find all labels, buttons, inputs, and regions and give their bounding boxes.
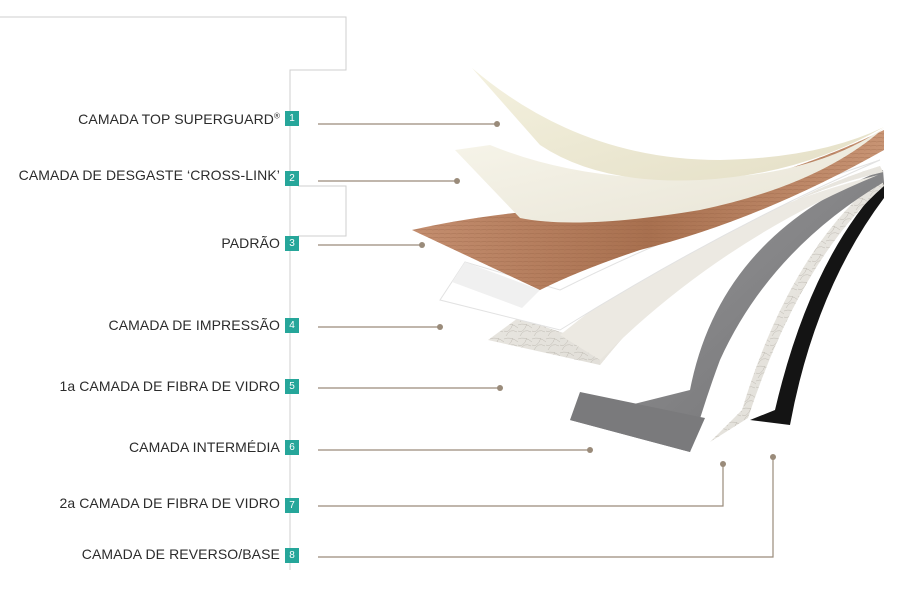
layer-label-2: CAMADA DE DESGASTE ‘CROSS-LINK’ <box>18 167 280 183</box>
layer-badge-2: 2 <box>285 171 299 186</box>
leader-lines <box>318 123 774 558</box>
layer-badge-1: 1 <box>285 111 299 126</box>
layer-label-5: 1a CAMADA DE FIBRA DE VIDRO <box>59 378 280 394</box>
leader-dots <box>419 121 776 467</box>
layer-label-1: CAMADA TOP SUPERGUARD® <box>78 111 280 127</box>
layer-badge-3: 3 <box>285 236 299 251</box>
wear-layer-sheet <box>455 128 884 223</box>
layer-badge-7: 7 <box>285 498 299 513</box>
core-layer-sheet <box>570 170 884 452</box>
layer-label-8: CAMADA DE REVERSO/BASE <box>81 546 280 562</box>
layer-label-6: CAMADA INTERMÉDIA <box>128 439 280 455</box>
layer-label-3: PADRÃO <box>221 235 280 251</box>
layer-label-7: 2a CAMADA DE FIBRA DE VIDRO <box>59 495 280 511</box>
layer-badge-5: 5 <box>285 379 299 394</box>
frame-lines <box>0 16 347 570</box>
top-layer-sheet <box>472 68 884 181</box>
layer-badge-4: 4 <box>285 318 299 333</box>
layer-label-4: CAMADA DE IMPRESSÃO <box>108 317 280 333</box>
base-layer-sheet <box>750 182 884 425</box>
registered-mark: ® <box>274 111 280 121</box>
layer-badge-6: 6 <box>285 440 299 455</box>
layer-badge-8: 8 <box>285 548 299 563</box>
